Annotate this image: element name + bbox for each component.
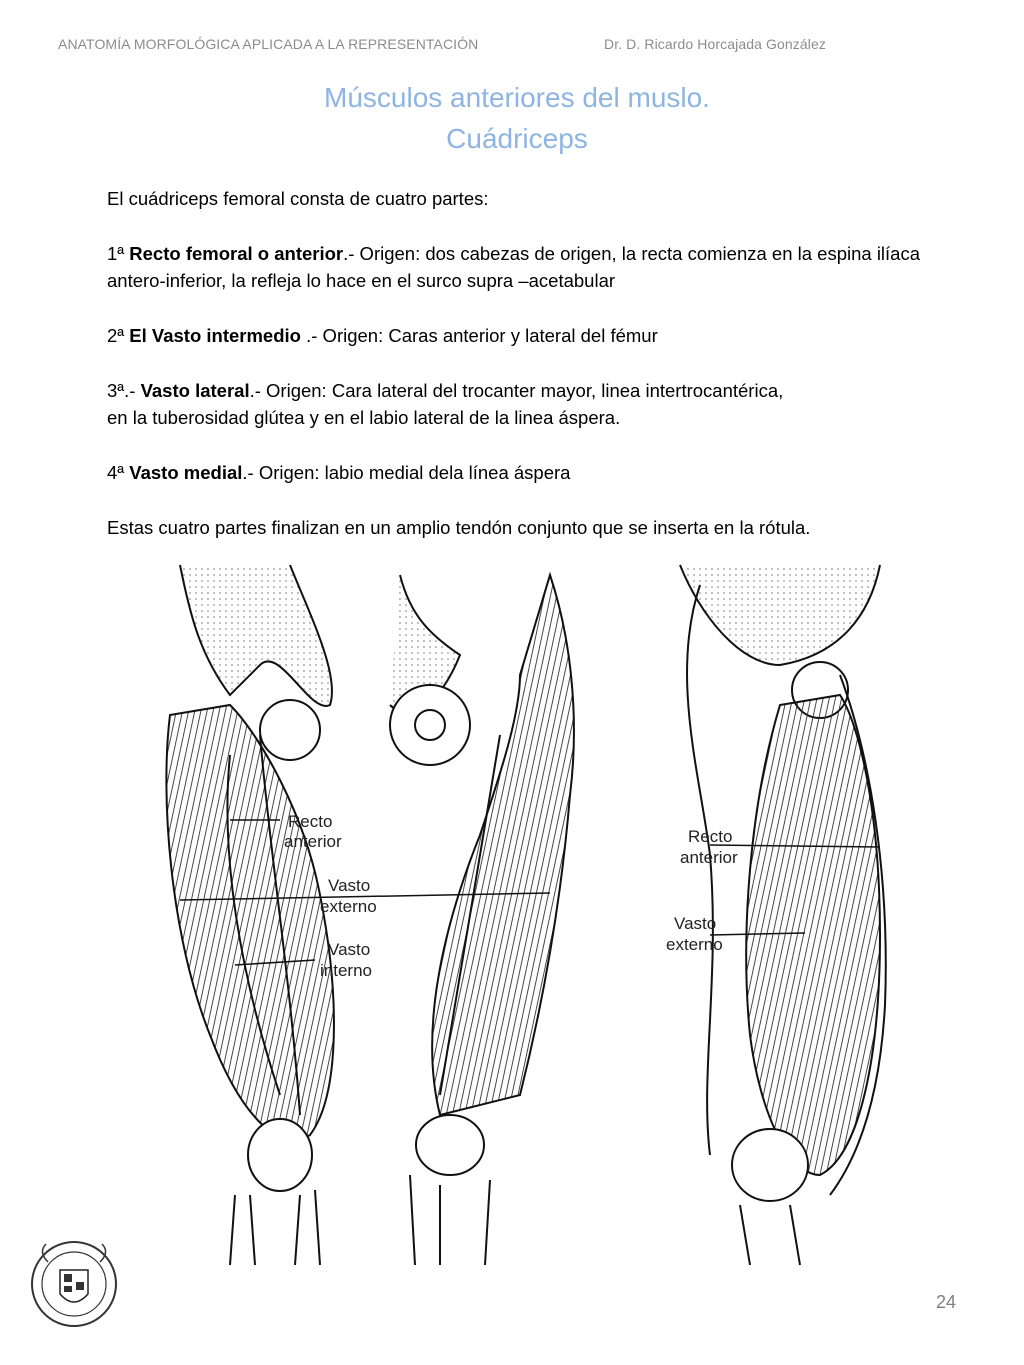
p3-bold-term: Vasto lateral (140, 380, 250, 401)
label-vasto-externo-3a: Vasto (674, 914, 716, 933)
paragraph-recto-femoral: 1ª Recto femoral o anterior.- Origen: do… (107, 240, 967, 294)
p4-text: .- Origen: labio medial dela línea ásper… (242, 462, 571, 483)
label-recto-anterior-3a: Recto (688, 827, 732, 846)
p3-text-line2: en la tuberosidad glútea y en el labio l… (107, 407, 621, 428)
paragraph-vasto-medial: 4ª Vasto medial.- Origen: labio medial d… (107, 459, 967, 486)
thigh-figure-anterior-right (165, 564, 335, 1266)
label-vasto-interno-1a: Vasto (328, 940, 370, 959)
closing-paragraph: Estas cuatro partes finalizan en un ampl… (107, 517, 811, 538)
p1-bold-term: Recto femoral o anterior (129, 243, 344, 264)
leader-lines (179, 819, 881, 966)
label-vasto-externo-1b: externo (320, 897, 377, 916)
label-vasto-externo-1a: Vasto (328, 876, 370, 895)
label-vasto-interno-1b: interno (320, 961, 372, 980)
thigh-figure-lateral (679, 564, 887, 1266)
header-author: Dr. D. Ricardo Horcajada González (604, 36, 826, 52)
paragraph-vasto-intermedio: 2ª El Vasto intermedio .- Origen: Caras … (107, 322, 967, 349)
paragraph-vasto-lateral: 3ª.- Vasto lateral.- Origen: Cara latera… (107, 377, 967, 431)
p1-prefix: 1ª (107, 243, 130, 264)
label-vasto-externo-3b: externo (666, 935, 723, 954)
p2-text: .- Origen: Caras anterior y lateral del … (300, 325, 658, 346)
p3-text-line1: .- Origen: Cara lateral del trocanter ma… (249, 380, 784, 401)
p2-prefix: 2ª (107, 325, 130, 346)
quadriceps-illustration: Recto anterior Vasto externo Vasto inter… (140, 555, 940, 1275)
intro-paragraph: El cuádriceps femoral consta de cuatro p… (107, 188, 489, 209)
p1-text: .- Origen: dos cabezas de origen, la rec… (107, 243, 921, 291)
p4-bold-term: Vasto medial (129, 462, 243, 483)
label-recto-anterior-1b: anterior (284, 832, 342, 851)
university-seal-icon (28, 1232, 120, 1332)
page-number: 24 (936, 1292, 957, 1312)
label-recto-anterior-1a: Recto (288, 812, 332, 831)
p3-prefix: 3ª.- (107, 380, 141, 401)
header-course-title: ANATOMÍA MORFOLÓGICA APLICADA A LA REPRE… (58, 36, 479, 52)
label-recto-anterior-3b: anterior (680, 848, 738, 867)
thigh-figure-anterior-left (389, 571, 575, 1266)
p4-prefix: 4ª (107, 462, 130, 483)
p2-bold-term: El Vasto intermedio (129, 325, 301, 346)
page-subtitle: Cuádriceps (446, 123, 588, 154)
page-title: Músculos anteriores del muslo. (324, 82, 710, 113)
